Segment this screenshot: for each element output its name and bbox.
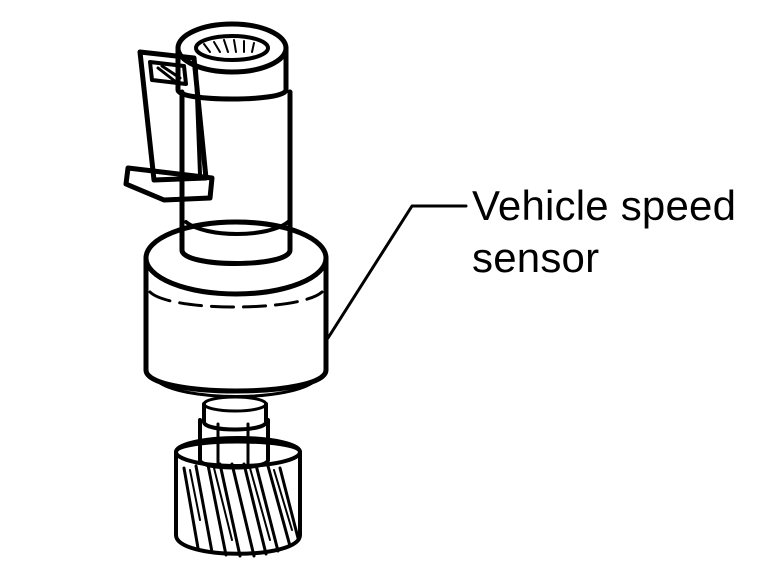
component-label: Vehicle speed sensor	[472, 180, 736, 284]
label-line-1: Vehicle speed	[472, 182, 737, 229]
shaft-hex	[198, 395, 270, 470]
sensor-neck	[179, 89, 293, 266]
gear-teeth	[182, 462, 300, 558]
leader-line	[326, 204, 468, 340]
electrical-connector	[123, 49, 215, 203]
top-ring	[175, 21, 289, 102]
sensor-body	[143, 219, 329, 398]
drive-gear	[174, 436, 302, 558]
label-line-2: sensor	[472, 234, 600, 281]
